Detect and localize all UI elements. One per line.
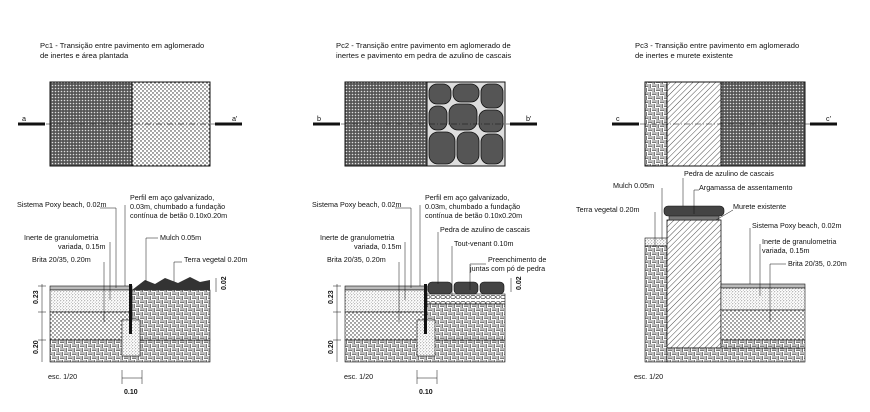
layer-gravel [720, 309, 806, 341]
layer-inert-aggregate [720, 287, 806, 311]
plan-view: b b' [313, 81, 537, 167]
label-mulch: Mulch 0.05m [613, 181, 654, 190]
label-joint-fill-2: juntas com pó de pedra [469, 264, 545, 273]
leader-lines [100, 205, 182, 322]
label-mulch: Mulch 0.05m [160, 233, 201, 242]
label-topsoil: Terra vegetal 0.20m [576, 205, 640, 214]
detail-subtitle: inertes e pavimento em pedra de azulino … [336, 51, 511, 60]
layer-topsoil [644, 245, 668, 363]
detail-subtitle: de inertes e área plantada [40, 51, 129, 60]
detail-pc3: Pc3 - Transição entre pavimento em aglom… [576, 41, 847, 381]
layer-mulch [644, 237, 668, 247]
detail-pc1: Pc1 - Transição entre pavimento em aglom… [17, 41, 248, 396]
label-steel-profile-2: 0.03m, chumbado a fundação [130, 202, 225, 211]
dim-0-20: 0.20 [33, 340, 40, 354]
label-steel-profile-2: 0.03m, chumbado a fundação [425, 202, 520, 211]
dim-0-02: 0.02 [516, 276, 523, 290]
scale-label: esc. 1/20 [48, 372, 77, 381]
section-label-left: b [317, 114, 321, 123]
label-gravel: Brita 20/35, 0.20m [788, 259, 847, 268]
section-view [344, 281, 506, 363]
section-label-right: a' [232, 114, 238, 123]
label-gravel: Brita 20/35, 0.20m [327, 255, 386, 264]
layer-topsoil [131, 289, 211, 341]
dim-0-23: 0.23 [33, 290, 40, 304]
label-stone: Pedra de azulino de cascais [684, 169, 774, 178]
plan-stones [428, 83, 504, 165]
label-inert-1: Inerte de granulometria [320, 233, 394, 242]
dim-0-10: 0.10 [124, 389, 138, 396]
section-label-left: a [22, 114, 26, 123]
dim-0-20: 0.20 [328, 340, 335, 354]
steel-profile [129, 284, 132, 334]
label-steel-profile-1: Perfil em aço galvanizado, [425, 193, 509, 202]
layer-subgrade [666, 347, 806, 363]
label-inert-2: variada, 0.15m [58, 242, 106, 251]
label-topsoil: Terra vegetal 0.20m [184, 255, 248, 264]
label-gravel: Brita 20/35, 0.20m [32, 255, 91, 264]
detail-subtitle: de inertes e murete existente [635, 51, 733, 60]
plan-view: a a' [18, 81, 242, 167]
layer-inert-aggregate [344, 289, 428, 313]
label-poxy-beach: Sistema Poxy beach, 0.02m [312, 200, 402, 209]
label-inert-2: variada, 0.15m [354, 242, 402, 251]
label-inert-1: Inerte de granulometria [762, 237, 836, 246]
layer-tout-venant [426, 293, 506, 305]
label-tout-venant: Tout-venant 0.10m [454, 239, 514, 248]
dim-0-10: 0.10 [419, 389, 433, 396]
section-view [644, 205, 806, 363]
dimension-lines [333, 278, 512, 384]
layer-inert-aggregate [49, 289, 133, 313]
layer-poxy-beach [720, 283, 806, 289]
label-inert-2: variada, 0.15m [762, 246, 810, 255]
label-poxy-beach: Sistema Poxy beach, 0.02m [17, 200, 107, 209]
label-joint-fill-1: Preenchimento de [488, 255, 546, 264]
label-steel-profile-3: contínua de betão 0.10x0.20m [130, 211, 227, 220]
layer-base [426, 303, 506, 341]
detail-title: Pc2 - Transição entre pavimento em aglom… [336, 41, 511, 50]
dimension-lines [38, 278, 217, 384]
layer-poxy-beach [49, 285, 133, 291]
existing-wall [666, 219, 722, 349]
scale-label: esc. 1/20 [634, 372, 663, 381]
label-poxy-beach: Sistema Poxy beach, 0.02m [752, 221, 842, 230]
stone-pavers [427, 281, 505, 295]
layer-subgrade-upper [720, 339, 806, 349]
detail-pc2: Pc2 - Transição entre pavimento em aglom… [312, 41, 546, 396]
leader-lines [395, 205, 486, 322]
plan-view: c c' [612, 81, 837, 167]
label-existing-wall: Murete existente [733, 202, 786, 211]
layer-gravel [49, 311, 133, 341]
detail-title: Pc3 - Transição entre pavimento em aglom… [635, 41, 799, 50]
section-label-right: c' [826, 114, 832, 123]
layer-gravel [344, 311, 428, 341]
section-view [49, 277, 211, 363]
label-steel-profile-3: contínua de betão 0.10x0.20m [425, 211, 522, 220]
section-label-left: c [616, 114, 620, 123]
label-steel-profile-1: Perfil em aço galvanizado, [130, 193, 214, 202]
layer-poxy-beach [344, 285, 428, 291]
label-inert-1: Inerte de granulometria [24, 233, 98, 242]
section-label-right: b' [526, 114, 532, 123]
detail-title: Pc1 - Transição entre pavimento em aglom… [40, 41, 204, 50]
steel-profile [424, 284, 427, 334]
dim-0-23: 0.23 [328, 290, 335, 304]
leader-lines [654, 178, 786, 322]
label-stone: Pedra de azulino de cascais [440, 225, 530, 234]
layer-mulch [132, 277, 210, 290]
dim-0-02: 0.02 [221, 276, 228, 290]
label-mortar: Argamassa de assentamento [699, 183, 793, 192]
scale-label: esc. 1/20 [344, 372, 373, 381]
